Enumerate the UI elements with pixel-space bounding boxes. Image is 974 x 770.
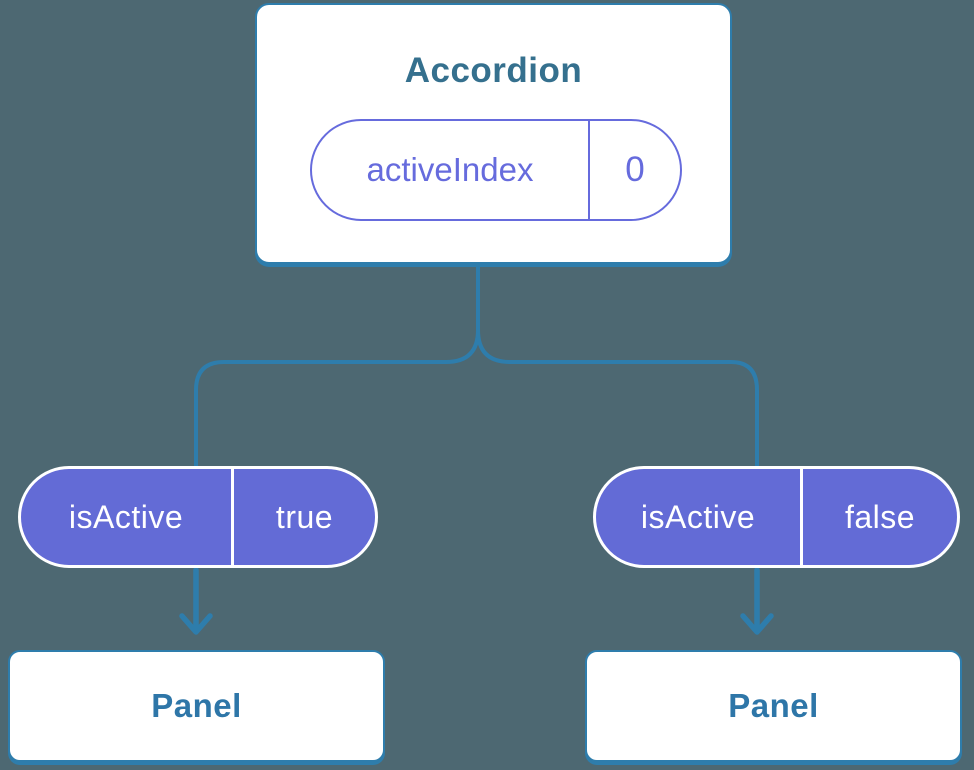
state-pill: activeIndex 0 bbox=[310, 119, 682, 221]
pill-divider bbox=[231, 469, 234, 565]
panel-title: Panel bbox=[728, 687, 819, 724]
pill-divider bbox=[800, 469, 803, 565]
accordion-card: Accordion activeIndex 0 bbox=[255, 3, 732, 264]
branch-line-left bbox=[194, 264, 480, 468]
state-value: 0 bbox=[625, 150, 645, 189]
arrow-down-icon bbox=[740, 567, 774, 635]
pill-divider bbox=[588, 121, 590, 219]
prop-value: true bbox=[275, 498, 334, 535]
branch-line-right bbox=[476, 264, 759, 468]
prop-name: isActive bbox=[640, 498, 756, 535]
panel-card-right: Panel bbox=[585, 650, 962, 762]
prop-name: isActive bbox=[68, 498, 184, 535]
prop-pill-left: isActive true bbox=[18, 466, 378, 568]
prop-pill-right: isActive false bbox=[593, 466, 960, 568]
panel-card-left: Panel bbox=[8, 650, 385, 762]
panel-title: Panel bbox=[151, 687, 242, 724]
accordion-title: Accordion bbox=[404, 51, 583, 90]
prop-value: false bbox=[844, 498, 916, 535]
arrow-down-icon bbox=[179, 567, 213, 635]
state-name: activeIndex bbox=[366, 151, 534, 188]
